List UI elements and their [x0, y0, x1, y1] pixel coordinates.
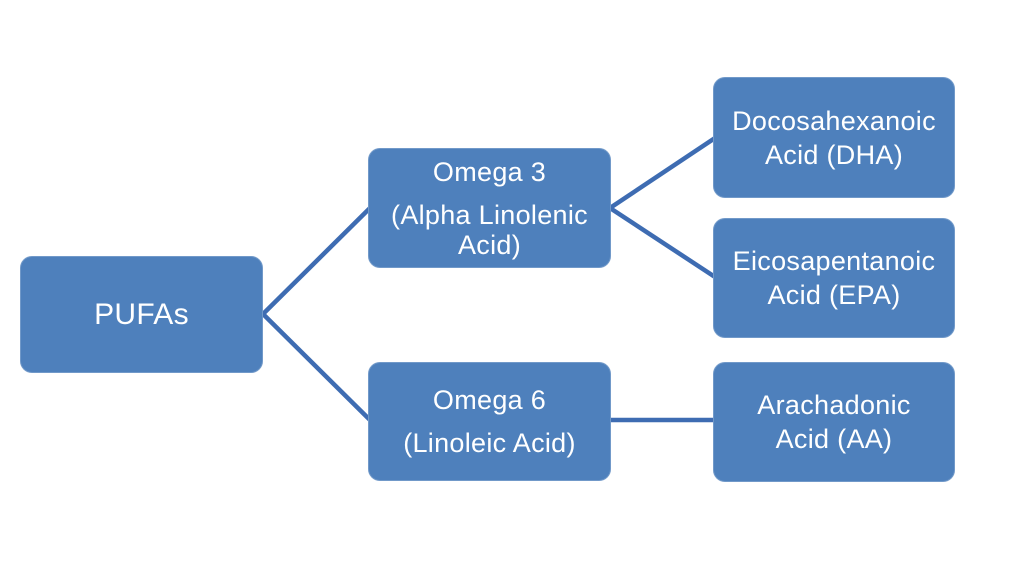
- node-omega6-title: Omega 6: [432, 385, 547, 415]
- connector-pufas-omega6: [261, 312, 372, 422]
- node-dha-line2: Acid (DHA): [764, 139, 903, 170]
- connector-omega3-epa: [608, 206, 717, 279]
- node-omega6-subtitle: (Linoleic Acid): [403, 428, 576, 458]
- node-aa-line2: Acid (AA): [775, 424, 893, 454]
- node-epa-line1: Eicosapentanoic: [732, 246, 936, 276]
- node-aa-line1: Arachadonic: [757, 390, 911, 420]
- node-dha: Docosahexanoic Acid (DHA): [713, 77, 955, 198]
- node-omega3-title: Omega 3: [432, 156, 547, 187]
- node-pufas: PUFAs: [20, 256, 263, 373]
- node-aa: Arachadonic Acid (AA): [713, 362, 955, 482]
- node-omega3-subtitle: (Alpha Linolenic Acid): [391, 199, 588, 260]
- node-omega6: Omega 6 (Linoleic Acid): [368, 362, 611, 481]
- node-epa: Eicosapentanoic Acid (EPA): [713, 218, 955, 338]
- connector-pufas-omega3: [261, 206, 372, 316]
- node-epa-line2: Acid (EPA): [767, 280, 901, 310]
- node-omega3: Omega 3 (Alpha Linolenic Acid): [368, 148, 611, 268]
- node-pufas-label: PUFAs: [94, 297, 189, 331]
- connector-omega3-dha: [608, 136, 717, 210]
- node-dha-line1: Docosahexanoic: [732, 105, 936, 136]
